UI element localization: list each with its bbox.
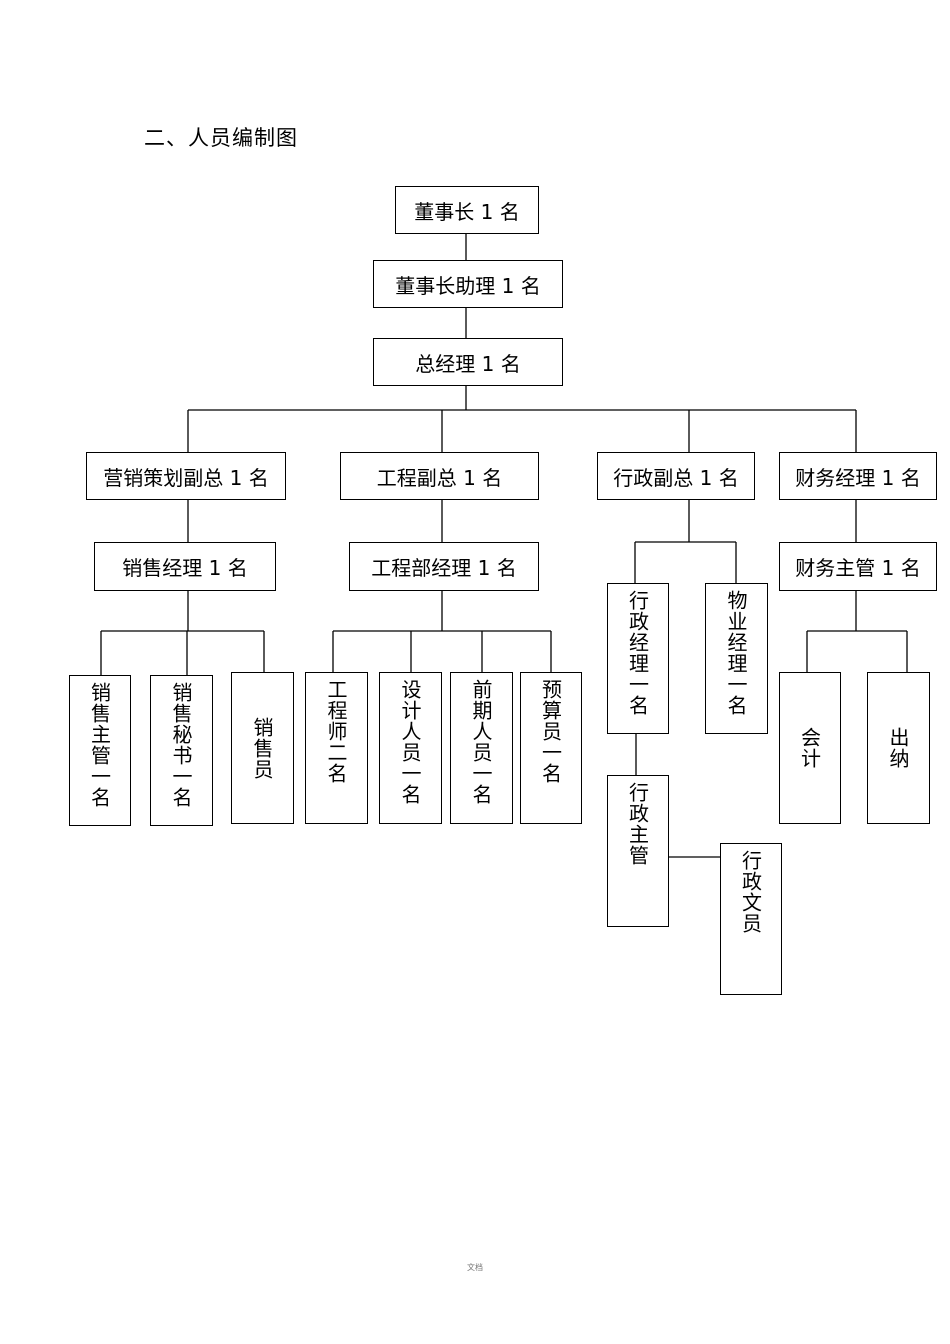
admin-clerk-label: 行政文员 bbox=[738, 850, 763, 934]
designer-box: 设计人员一名 bbox=[379, 672, 442, 824]
property-manager-box: 物业经理一名 bbox=[705, 583, 768, 734]
vp-admin-label: 行政副总 1 名 bbox=[613, 465, 739, 490]
sales-manager-label: 销售经理 1 名 bbox=[122, 556, 248, 580]
accountant-label: 会计 bbox=[797, 727, 822, 769]
chairman-box: 董事长 1 名 bbox=[395, 186, 539, 234]
chairman-assistant-label: 董事长助理 1 名 bbox=[395, 273, 541, 298]
admin-supervisor-box: 行政主管 bbox=[607, 775, 669, 927]
budget-staff-label: 预算员一名 bbox=[538, 679, 563, 784]
sales-supervisor-label: 销售主管一名 bbox=[87, 682, 112, 808]
vp-engineering-box: 工程副总 1 名 bbox=[340, 452, 539, 500]
vp-marketing-label: 营销策划副总 1 名 bbox=[103, 465, 269, 490]
finance-supervisor-label: 财务主管 1 名 bbox=[795, 556, 921, 580]
vp-admin-box: 行政副总 1 名 bbox=[597, 452, 755, 500]
engineering-manager-label: 工程部经理 1 名 bbox=[371, 556, 517, 580]
vp-marketing-box: 营销策划副总 1 名 bbox=[86, 452, 286, 500]
chairman-assistant-box: 董事长助理 1 名 bbox=[373, 260, 563, 308]
designer-label: 设计人员一名 bbox=[398, 679, 422, 805]
engineer-label: 工程师二名 bbox=[324, 679, 348, 784]
general-manager-box: 总经理 1 名 bbox=[373, 338, 563, 386]
sales-supervisor-box: 销售主管一名 bbox=[69, 675, 131, 826]
admin-clerk-box: 行政文员 bbox=[720, 843, 782, 995]
finance-supervisor-box: 财务主管 1 名 bbox=[779, 542, 937, 591]
accountant-box: 会计 bbox=[779, 672, 841, 824]
cashier-label: 出纳 bbox=[886, 727, 910, 769]
general-manager-label: 总经理 1 名 bbox=[415, 351, 521, 376]
engineering-manager-box: 工程部经理 1 名 bbox=[349, 542, 539, 591]
sales-manager-box: 销售经理 1 名 bbox=[94, 542, 276, 591]
chairman-label: 董事长 1 名 bbox=[414, 199, 520, 224]
engineer-box: 工程师二名 bbox=[305, 672, 368, 824]
property-manager-label: 物业经理一名 bbox=[724, 590, 748, 716]
preliminary-staff-box: 前期人员一名 bbox=[450, 672, 513, 824]
admin-supervisor-label: 行政主管 bbox=[625, 782, 650, 866]
preliminary-staff-label: 前期人员一名 bbox=[469, 679, 493, 805]
budget-staff-box: 预算员一名 bbox=[520, 672, 582, 824]
section-title: 二、人员编制图 bbox=[144, 126, 298, 150]
sales-secretary-box: 销售秘书一名 bbox=[150, 675, 213, 826]
admin-manager-label: 行政经理一名 bbox=[625, 590, 650, 716]
page-footer: 文档 bbox=[467, 1263, 483, 1272]
vp-engineering-label: 工程副总 1 名 bbox=[376, 465, 503, 490]
cashier-box: 出纳 bbox=[867, 672, 930, 824]
finance-manager-label: 财务经理 1 名 bbox=[795, 465, 921, 490]
salesperson-label: 销售员 bbox=[250, 716, 274, 780]
admin-manager-box: 行政经理一名 bbox=[607, 583, 669, 734]
salesperson-box: 销售员 bbox=[231, 672, 294, 824]
sales-secretary-label: 销售秘书一名 bbox=[169, 682, 193, 808]
finance-manager-box: 财务经理 1 名 bbox=[779, 452, 937, 500]
